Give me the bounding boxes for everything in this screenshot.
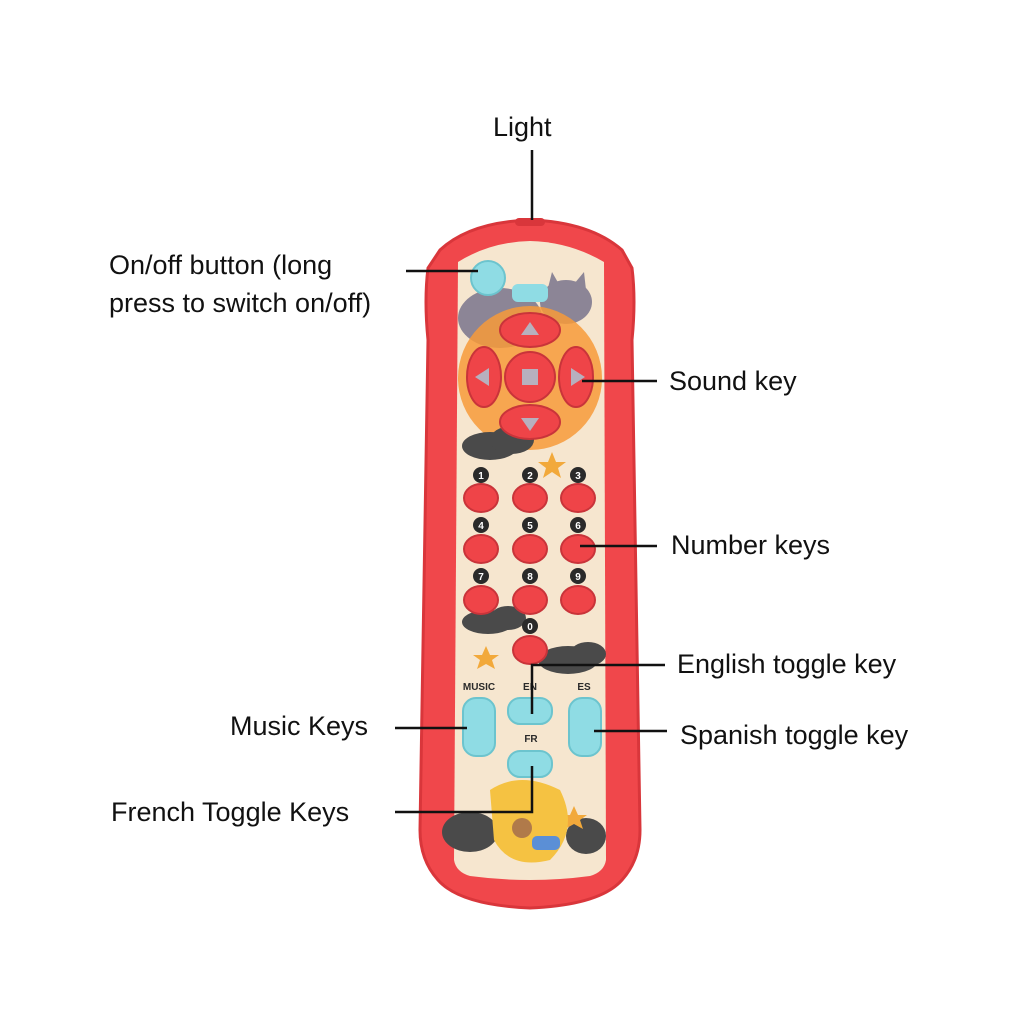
number-badge: [522, 467, 538, 483]
onoff-callout-line1: On/off button (long: [109, 250, 333, 280]
number-key-0[interactable]: 0: [512, 618, 548, 665]
number-key-7[interactable]: 7: [463, 568, 499, 615]
light-indicator: [515, 218, 545, 226]
number-badge: [473, 517, 489, 533]
number-label: 1: [478, 471, 484, 482]
french-leader-line: [395, 766, 534, 814]
number-label: 0: [527, 622, 533, 633]
english-toggle-key[interactable]: [507, 697, 553, 725]
number-key-5[interactable]: 5: [512, 517, 548, 564]
left-arrow-icon: [475, 368, 489, 386]
number-key-3[interactable]: 3: [560, 467, 596, 513]
onoff-callout-line2: press to switch on/off): [109, 288, 372, 318]
d-pad: [466, 312, 594, 440]
music-key[interactable]: [462, 697, 496, 757]
number-badge: [473, 568, 489, 584]
number-badge: [522, 517, 538, 533]
sound-callout: Sound key: [669, 366, 797, 396]
number-keypad: 1 2 3 4 5 6 7: [463, 467, 596, 665]
number-badge: [570, 568, 586, 584]
number-label: 3: [575, 471, 581, 482]
number-badge: [522, 618, 538, 634]
cloud-illustrations: [442, 426, 606, 854]
music-key-label: MUSIC: [463, 682, 495, 693]
number-key-2[interactable]: 2: [512, 467, 548, 513]
number-callout: Number keys: [671, 530, 831, 560]
up-arrow-icon: [521, 322, 539, 335]
number-badge: [473, 467, 489, 483]
number-key-4[interactable]: 4: [463, 517, 499, 564]
number-key-9[interactable]: 9: [560, 568, 596, 615]
number-key-8[interactable]: 8: [512, 568, 548, 615]
number-badge: [570, 517, 586, 533]
number-label: 5: [527, 521, 533, 532]
bear-illustration: [490, 780, 568, 863]
number-label: 4: [478, 521, 484, 532]
mode-keys: MUSIC EN ES FR: [462, 682, 602, 778]
english-key-label: EN: [523, 682, 537, 693]
english-leader-line: [530, 663, 665, 714]
light-callout: Light: [493, 112, 552, 142]
number-label: 8: [527, 572, 533, 583]
number-label: 9: [575, 572, 581, 583]
french-key-label: FR: [524, 734, 538, 745]
spanish-toggle-key[interactable]: [568, 697, 602, 757]
right-arrow-icon: [571, 368, 585, 386]
number-label: 7: [478, 572, 484, 583]
callout-lines: [395, 150, 667, 814]
number-label: 6: [575, 521, 581, 532]
number-badge: [522, 568, 538, 584]
number-badge: [570, 467, 586, 483]
number-label: 2: [527, 471, 533, 482]
english-callout: English toggle key: [677, 649, 897, 679]
music-callout: Music Keys: [230, 711, 369, 741]
down-arrow-icon: [521, 418, 539, 431]
spanish-key-label: ES: [577, 682, 591, 693]
stop-square-icon: [522, 369, 538, 385]
spanish-callout: Spanish toggle key: [680, 720, 909, 750]
number-key-1[interactable]: 1: [463, 467, 499, 513]
french-toggle-key[interactable]: [507, 750, 553, 778]
french-callout: French Toggle Keys: [111, 797, 350, 827]
on-off-button[interactable]: [470, 260, 506, 296]
number-key-6[interactable]: 6: [560, 517, 596, 564]
